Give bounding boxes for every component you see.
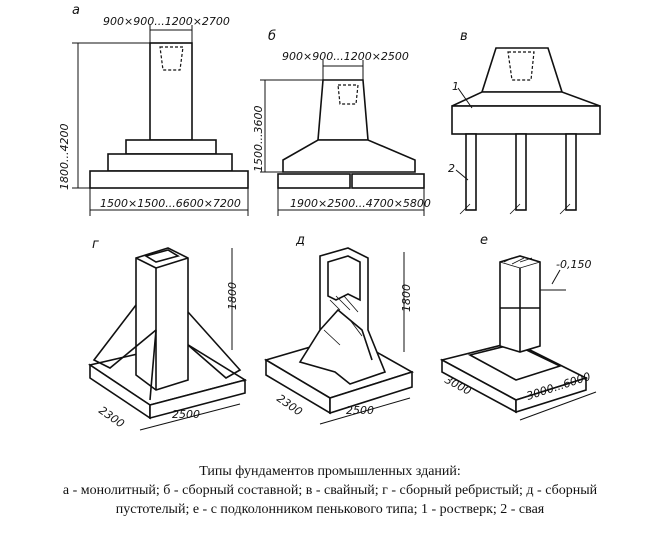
pile-label: 2 [448, 162, 455, 175]
figure-b-composite: 900×900...1200×2500 1500...3600 1900×250… [252, 29, 431, 216]
figure-v-label: в [460, 29, 468, 44]
a-height-dimension: 1800...4200 [58, 124, 71, 190]
figure-d-label: д [295, 233, 305, 248]
g-front-dimension: 2500 [172, 408, 200, 421]
b-height-dimension: 1500...3600 [252, 106, 265, 172]
e-level-mark: -0,150 [556, 258, 591, 271]
g-side-dimension: 2300 [96, 404, 126, 431]
figure-b-label: б [268, 29, 276, 44]
pile-cap-label: 1 [452, 80, 459, 93]
figure-e-subcolumn: -0,150 3000 3000...6000 е [439, 233, 597, 421]
caption-line-3: пустотелый; е - с подколонником пеньково… [115, 502, 545, 517]
d-front-dimension: 2500 [346, 404, 374, 417]
caption-line-2: а - монолитный; б - сборный составной; в… [62, 483, 598, 498]
d-height-dimension: 1800 [400, 284, 413, 312]
a-top-dimension: 900×900...1200×2700 [103, 15, 230, 28]
figure-g-ribbed: 1800 2300 2500 г [88, 237, 248, 431]
b-top-dimension: 900×900...1200×2500 [282, 50, 409, 63]
caption-line-1: Типы фундаментов промышленных зданий: [199, 464, 461, 479]
figure-v-pile: 1 2 в [448, 29, 601, 215]
figure-a-label: а [72, 3, 80, 18]
figure-caption: Типы фундаментов промышленных зданий: а … [0, 462, 660, 519]
figure-a-monolithic: 900×900...1200×2700 1800...4200 1500×150… [58, 3, 249, 216]
figure-d-hollow: 1800 2300 2500 д [264, 233, 414, 425]
b-base-dimension: 1900×2500...4700×5800 [290, 197, 431, 210]
figure-g-label: г [92, 237, 99, 252]
figure-e-label: е [480, 233, 488, 248]
a-base-dimension: 1500×1500...6600×7200 [100, 197, 241, 210]
